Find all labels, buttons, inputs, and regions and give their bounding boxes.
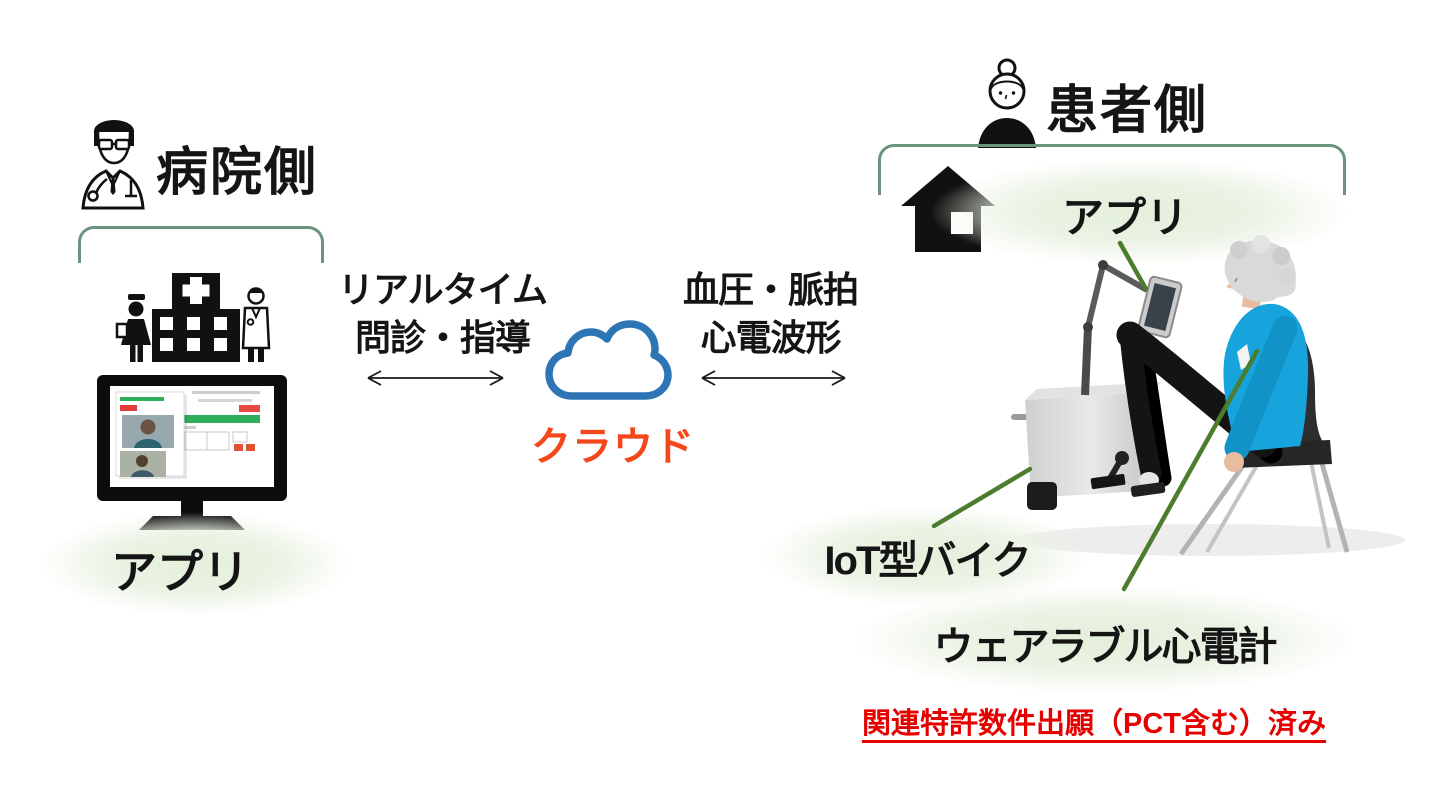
cloud-icon bbox=[545, 320, 672, 400]
video-feed-1 bbox=[122, 415, 174, 448]
tablet bbox=[1137, 275, 1183, 339]
hospital-staff-icons bbox=[115, 273, 271, 362]
patient-photo bbox=[1011, 235, 1405, 556]
bike-label: IoT型バイク bbox=[824, 539, 1031, 583]
nurse-icon bbox=[115, 294, 151, 362]
flow-right-line1: 血圧・脈拍 bbox=[682, 269, 859, 310]
patient-bracket bbox=[878, 144, 1346, 195]
ecg-label-glow bbox=[852, 586, 1357, 694]
flow-left-line1: リアルタイム bbox=[338, 269, 548, 310]
patient-app-label: アプリ bbox=[1061, 194, 1188, 241]
ecg-label: ウェアラブル心電計 bbox=[933, 625, 1278, 669]
hospital-icon bbox=[152, 273, 240, 362]
elderly-woman-icon bbox=[978, 58, 1036, 148]
doctor-icon bbox=[81, 120, 145, 210]
monitor-app-screenshot bbox=[97, 375, 287, 530]
hospital-bracket bbox=[78, 226, 324, 263]
flow-left-label: リアルタイム 問診・指導 bbox=[330, 266, 555, 361]
patent-footnote: 関連特許数件出願（PCT含む）済み bbox=[862, 708, 1327, 740]
hospital-app-label: アプリ bbox=[111, 546, 249, 598]
flow-right-line2: 心電波形 bbox=[700, 316, 841, 358]
hospital-app-glow bbox=[40, 512, 350, 616]
video-feed-2 bbox=[120, 451, 166, 477]
flow-right-label: 血圧・脈拍 心電波形 bbox=[668, 266, 873, 361]
small-doctor-icon bbox=[241, 287, 271, 362]
hospital-section: 病院側 bbox=[40, 120, 350, 616]
patient-title: 患者側 bbox=[1046, 82, 1209, 140]
flow-left-line2: 問診・指導 bbox=[354, 316, 531, 358]
cloud-label: クラウド bbox=[531, 425, 695, 469]
hospital-title: 病院側 bbox=[156, 144, 319, 202]
